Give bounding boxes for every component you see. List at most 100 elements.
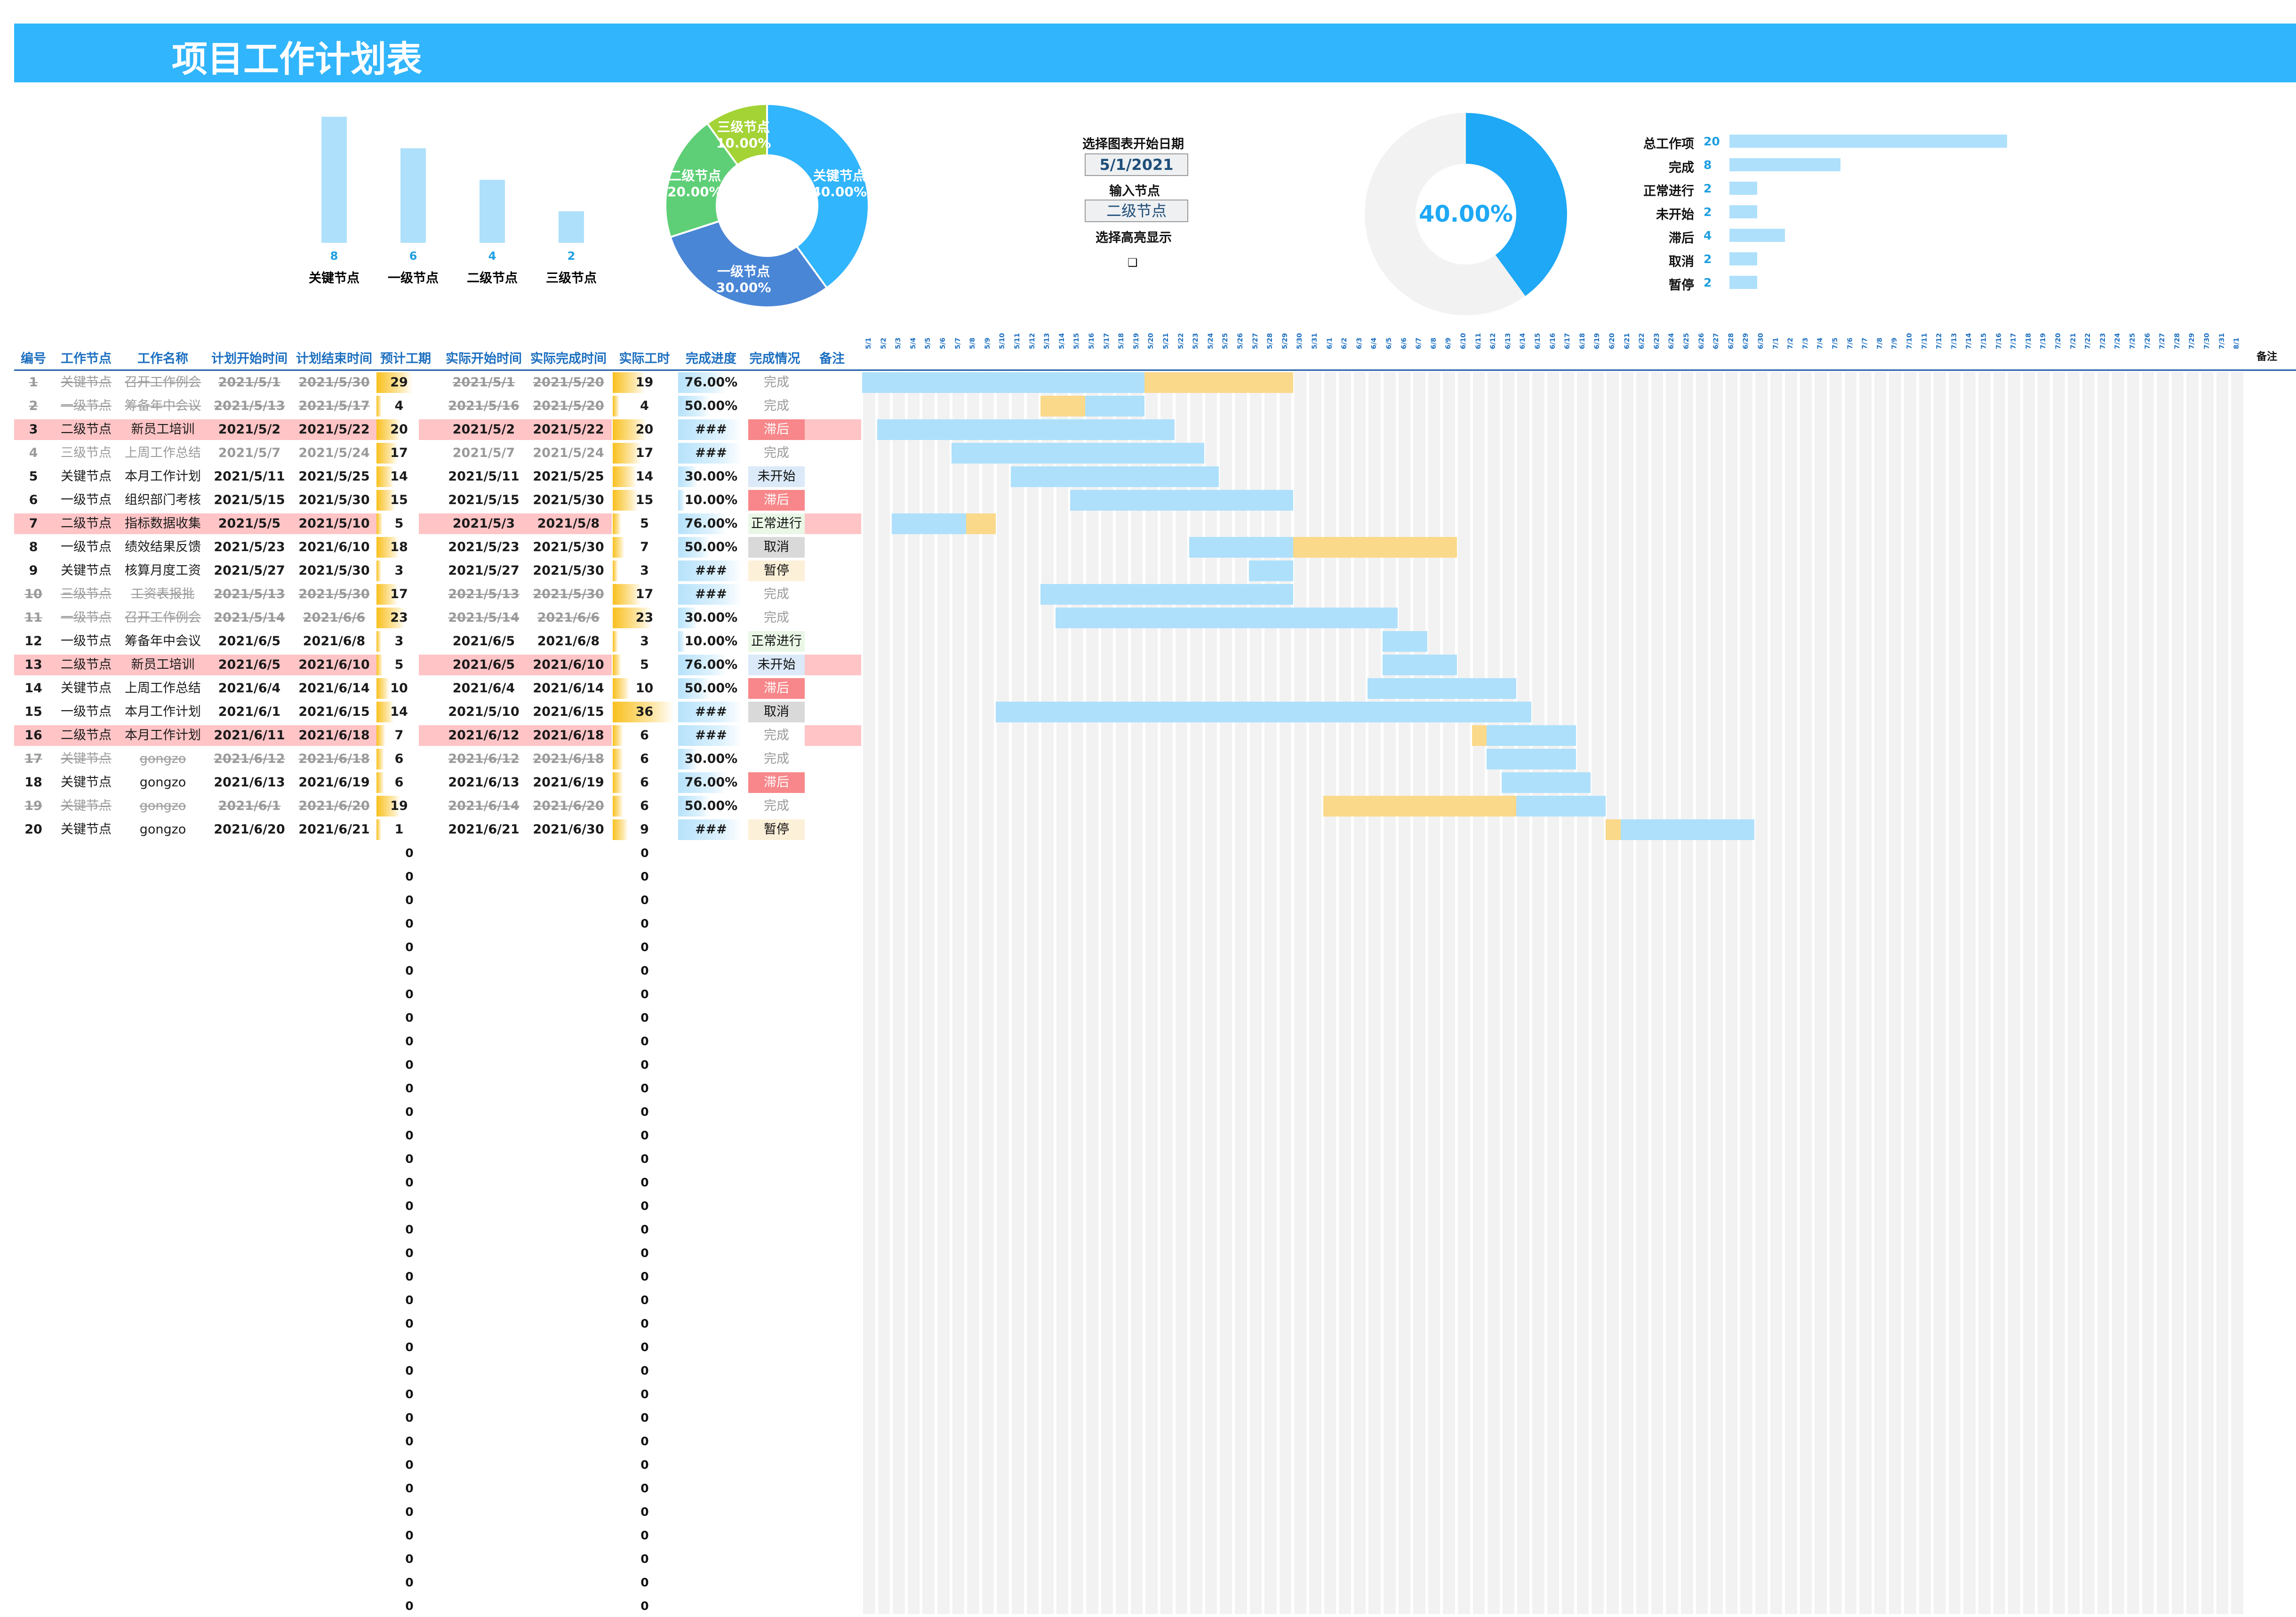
cell-name: 上周工作总结 (125, 681, 201, 696)
cell-ps: 2021/6/20 (214, 822, 285, 837)
cell-ae: 2021/6/6 (537, 610, 600, 625)
node-select-input[interactable]: 二级节点 (1085, 200, 1188, 222)
gantt-date-label: 6/8 (1430, 337, 1438, 349)
cell-work: 5 (640, 516, 649, 531)
duration-bar (376, 772, 384, 793)
cell-ae: 2021/5/20 (533, 399, 604, 413)
donut-slice-3 (664, 122, 739, 239)
cell-ae: 2021/5/24 (533, 446, 604, 460)
gantt-day-column (1696, 372, 1708, 1614)
gantt-bar (1055, 608, 1398, 628)
cell-node: 三级节点 (61, 587, 112, 601)
cell-work: 17 (635, 446, 654, 460)
status-badge: 完成 (764, 446, 789, 460)
donut-slice-name: 三级节点 (717, 119, 770, 135)
highlight-checkbox[interactable]: ❑ (1128, 256, 1138, 269)
gantt-date-label: 6/25 (1683, 333, 1690, 349)
gantt-day-column (1041, 372, 1054, 1614)
workhours-bar (613, 537, 625, 558)
empty-duration-zero: 0 (405, 1505, 414, 1519)
gantt-day-column (1488, 372, 1500, 1614)
gantt-end-header: 备注 (2256, 351, 2278, 363)
cell-work: 36 (635, 704, 654, 719)
cell-ps: 2021/5/2 (218, 422, 281, 437)
gantt-bar (862, 372, 1145, 393)
cell-work: 15 (635, 493, 654, 507)
cell-prog: 76.00% (684, 657, 738, 672)
gantt-bar (1085, 396, 1145, 416)
cell-as: 2021/5/10 (448, 704, 520, 719)
status-badge: 完成 (764, 375, 789, 390)
cell-name: 召开工作例会 (125, 610, 201, 625)
cell-ae: 2021/6/14 (533, 681, 604, 696)
row-highlight (805, 513, 861, 534)
gantt-day-column (1502, 372, 1515, 1614)
cell-pe: 2021/5/17 (298, 399, 370, 413)
cell-name: 本月工作计划 (125, 469, 201, 484)
gantt-day-column (1844, 372, 1857, 1614)
cell-dur: 14 (390, 469, 408, 484)
workhours-bar (613, 655, 622, 675)
cell-dur: 17 (390, 587, 408, 601)
cell-id: 6 (29, 493, 38, 507)
gantt-day-column (893, 372, 905, 1614)
cell-id: 18 (24, 775, 42, 790)
cell-name: 新员工培训 (131, 657, 195, 672)
cell-id: 5 (29, 469, 38, 484)
cell-as: 2021/6/4 (452, 681, 515, 696)
cell-node: 二级节点 (61, 516, 112, 531)
gantt-day-column (2112, 372, 2124, 1614)
gantt-date-label: 6/7 (1415, 337, 1423, 349)
cell-pe: 2021/6/19 (298, 775, 370, 790)
status-badge: 暂停 (748, 560, 805, 581)
gantt-day-column (1651, 372, 1664, 1614)
workhours-bar (613, 796, 623, 817)
cell-node: 关键节点 (61, 822, 112, 837)
gantt-date-label: 7/6 (1846, 337, 1854, 349)
workhours-bar (613, 372, 645, 393)
cell-prog: ### (695, 422, 727, 437)
gantt-date-label: 6/10 (1460, 333, 1467, 349)
progress-arc (1465, 113, 1567, 296)
gantt-date-label: 7/19 (2040, 333, 2048, 349)
gantt-bar (1323, 796, 1517, 817)
empty-duration-zero: 0 (405, 964, 414, 977)
status-badge: 完成 (764, 799, 789, 813)
cell-pe: 2021/6/10 (298, 540, 370, 554)
progress-bar (678, 631, 685, 652)
gantt-day-column (1785, 372, 1797, 1614)
cell-node: 关键节点 (61, 563, 112, 578)
empty-workhours-zero: 0 (640, 1599, 649, 1613)
progress-bar (678, 396, 710, 416)
cell-dur: 10 (390, 681, 408, 696)
status-badge: 完成 (764, 752, 789, 766)
gantt-day-column (2067, 372, 2080, 1614)
gantt-date-label: 5/18 (1118, 333, 1126, 349)
empty-duration-zero: 0 (405, 1270, 414, 1283)
bar-category-label: 三级节点 (546, 271, 597, 286)
empty-duration-zero: 0 (405, 917, 414, 930)
empty-duration-zero: 0 (405, 1223, 414, 1236)
start-date-input[interactable]: 5/1/2021 (1085, 153, 1188, 176)
cell-id: 8 (29, 540, 38, 554)
cell-ae: 2021/5/30 (533, 493, 604, 507)
cell-prog: 30.00% (684, 469, 738, 484)
gantt-day-column (1948, 372, 1961, 1614)
workhours-bar (613, 772, 623, 793)
cell-prog: 30.00% (684, 752, 738, 766)
status-badge: 取消 (748, 537, 805, 558)
cell-ps: 2021/6/1 (218, 799, 281, 813)
empty-duration-zero: 0 (405, 1081, 414, 1095)
progress-bar (678, 466, 697, 487)
row-highlight (805, 419, 861, 440)
empty-duration-zero: 0 (405, 1599, 414, 1613)
gantt-bar (1144, 372, 1294, 393)
donut-slice-name: 一级节点 (717, 264, 770, 280)
gantt-date-label: 7/9 (1891, 337, 1899, 349)
gantt-day-column (1978, 372, 1991, 1614)
gantt-day-column (1026, 372, 1039, 1614)
cell-work: 19 (635, 375, 654, 390)
cell-as: 2021/6/12 (448, 752, 520, 766)
empty-workhours-zero: 0 (640, 1552, 649, 1566)
progress-bar (678, 490, 685, 511)
